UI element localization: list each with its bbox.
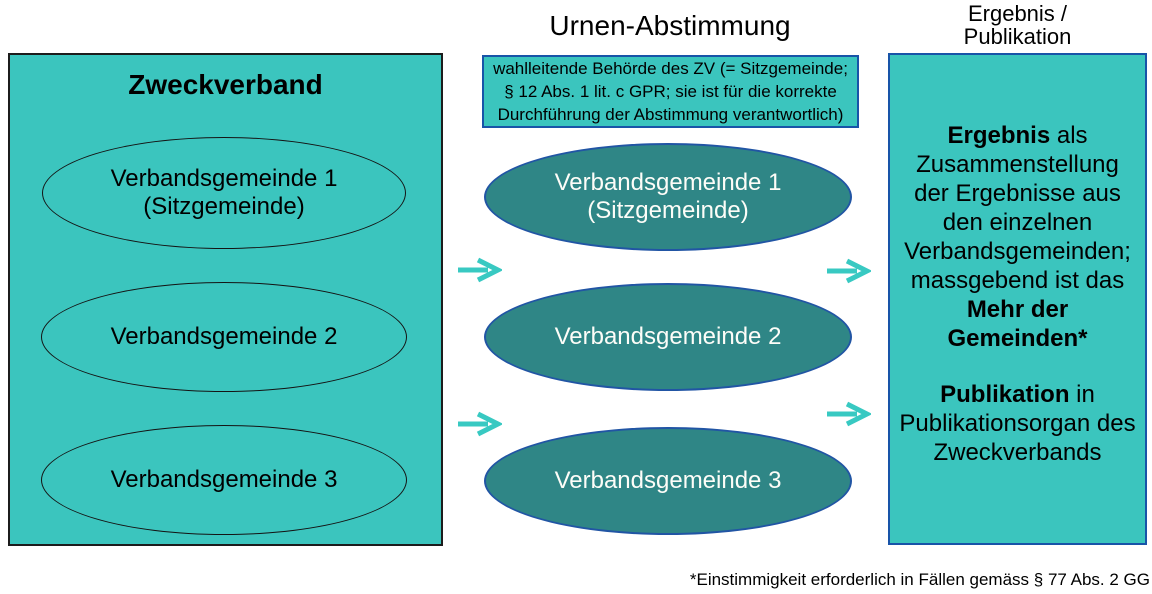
ellipse-label-line: Verbandsgemeinde 3 <box>110 466 338 493</box>
right-arrow-icon <box>458 257 502 283</box>
urnen-verbandsgemeinde-2-ellipse: Verbandsgemeinde 2 <box>484 283 852 391</box>
ergebnis-publikation-header: Ergebnis / Publikation <box>888 2 1147 48</box>
ergebnis-text: Ergebnis als Zusammenstellung der Ergebn… <box>898 121 1137 353</box>
publikation-bold: Publikation <box>940 381 1070 408</box>
header-line: Ergebnis / <box>967 1 1068 26</box>
publikation-body: in Publikationsorgan des Zweckverbands <box>899 381 1136 466</box>
wahlleitende-behoerde-note: wahlleitende Behörde des ZV (= Sitzgemei… <box>482 55 859 128</box>
right-arrow-icon <box>827 258 871 284</box>
note-line: § 12 Abs. 1 lit. c GPR; sie ist für die … <box>504 82 837 101</box>
ellipse-label-line: Verbandsgemeinde 2 <box>554 323 782 350</box>
ergebnis-body: als Zusammenstellung der Ergebnisse aus … <box>904 122 1131 294</box>
mehr-der-gemeinden-bold: Mehr der Gemeinden* <box>947 296 1088 352</box>
urnen-abstimmung-header: Urnen-Abstimmung <box>549 10 791 41</box>
zweckverband-verbandsgemeinde-1-ellipse: Verbandsgemeinde 1 (Sitzgemeinde) <box>42 137 406 249</box>
zweckverband-title: Zweckverband <box>128 69 323 100</box>
ellipse-label-line: (Sitzgemeinde) <box>587 197 749 224</box>
footnote: *Einstimmigkeit erforderlich in Fällen g… <box>689 570 1150 589</box>
urnen-verbandsgemeinde-3-ellipse: Verbandsgemeinde 3 <box>484 427 852 535</box>
ellipse-label-line: Verbandsgemeinde 1 <box>110 165 338 192</box>
ergebnis-publikation-panel: Ergebnis als Zusammenstellung der Ergebn… <box>888 53 1147 545</box>
right-arrow-icon <box>827 401 871 427</box>
note-line: wahlleitende Behörde des ZV (= Sitzgemei… <box>493 59 848 78</box>
ellipse-label-line: Verbandsgemeinde 2 <box>110 323 338 350</box>
header-line: Publikation <box>963 24 1072 49</box>
publikation-text: Publikation in Publikationsorgan des Zwe… <box>898 380 1137 467</box>
ellipse-label-line: Verbandsgemeinde 1 <box>554 169 782 196</box>
note-line: Durchführung der Abstimmung verantwortli… <box>497 105 844 124</box>
ellipse-label-line: Verbandsgemeinde 3 <box>554 467 782 494</box>
ergebnis-bold: Ergebnis <box>947 122 1051 149</box>
zweckverband-verbandsgemeinde-2-ellipse: Verbandsgemeinde 2 <box>41 282 407 392</box>
ellipse-label-line: (Sitzgemeinde) <box>143 193 305 220</box>
zweckverband-verbandsgemeinde-3-ellipse: Verbandsgemeinde 3 <box>41 425 407 535</box>
right-arrow-icon <box>458 411 502 437</box>
urnen-verbandsgemeinde-1-ellipse: Verbandsgemeinde 1 (Sitzgemeinde) <box>484 143 852 251</box>
